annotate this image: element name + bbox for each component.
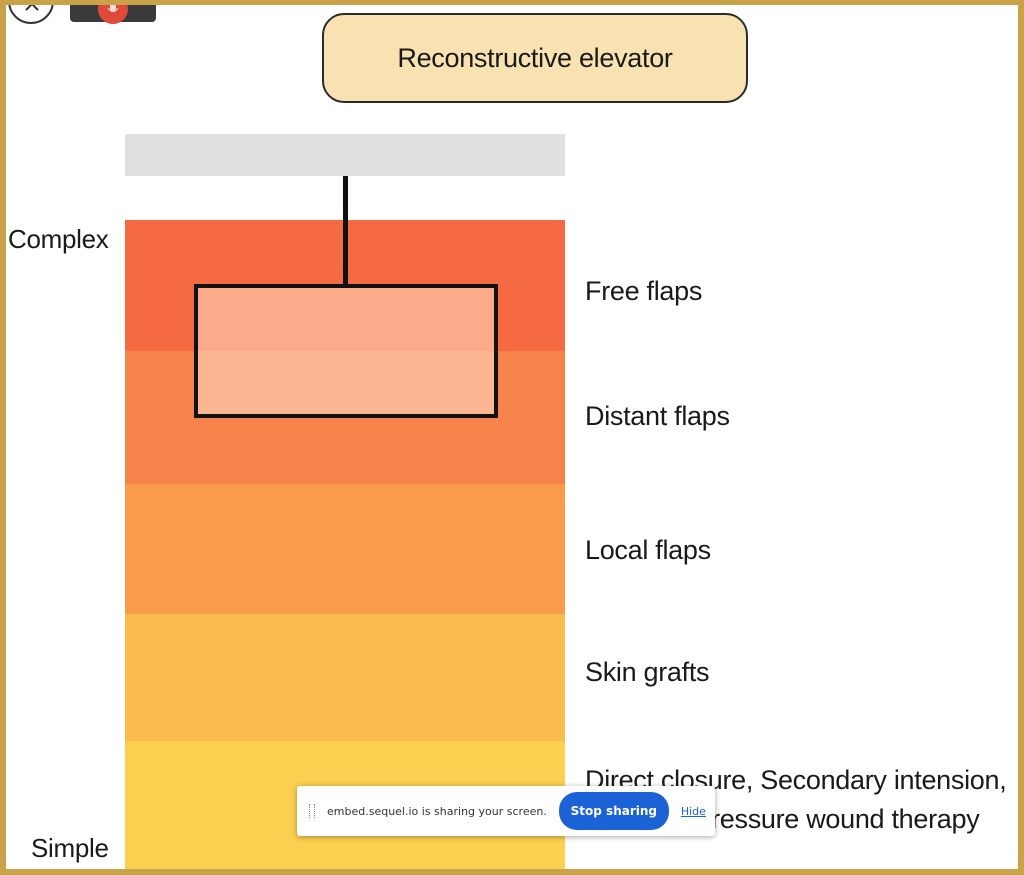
microphone-icon [98,0,128,24]
level-band-skin-grafts [125,614,565,741]
scale-label-simple: Simple [31,833,109,863]
hide-link[interactable]: Hide [680,804,706,818]
collapse-button[interactable] [8,0,54,24]
share-message: embed.sequel.io is sharing your screen. [327,804,547,818]
level-band-local-flaps [125,484,565,614]
elevator-car-lower [198,351,494,414]
stop-sharing-button[interactable]: Stop sharing [558,792,669,830]
level-label-local-flaps: Local flaps [585,535,711,565]
level-label-skin-grafts: Skin grafts [585,657,710,687]
screen-share-bar: embed.sequel.io is sharing your screen. … [297,786,715,836]
diagram-title: Reconstructive elevator [322,13,748,103]
level-label-distant-flaps: Distant flaps [585,401,730,431]
elevator-top-beam [125,134,565,176]
elevator-car [194,284,498,418]
level-label-free-flaps: Free flaps [585,276,703,306]
chevron-up-icon [25,2,39,11]
elevator-cable [343,176,348,286]
elevator-car-upper [198,288,494,351]
recording-indicator[interactable] [70,0,156,24]
scale-label-complex: Complex [8,224,109,254]
drag-handle-icon[interactable] [309,804,315,818]
diagram-title-text: Reconstructive elevator [397,42,673,73]
